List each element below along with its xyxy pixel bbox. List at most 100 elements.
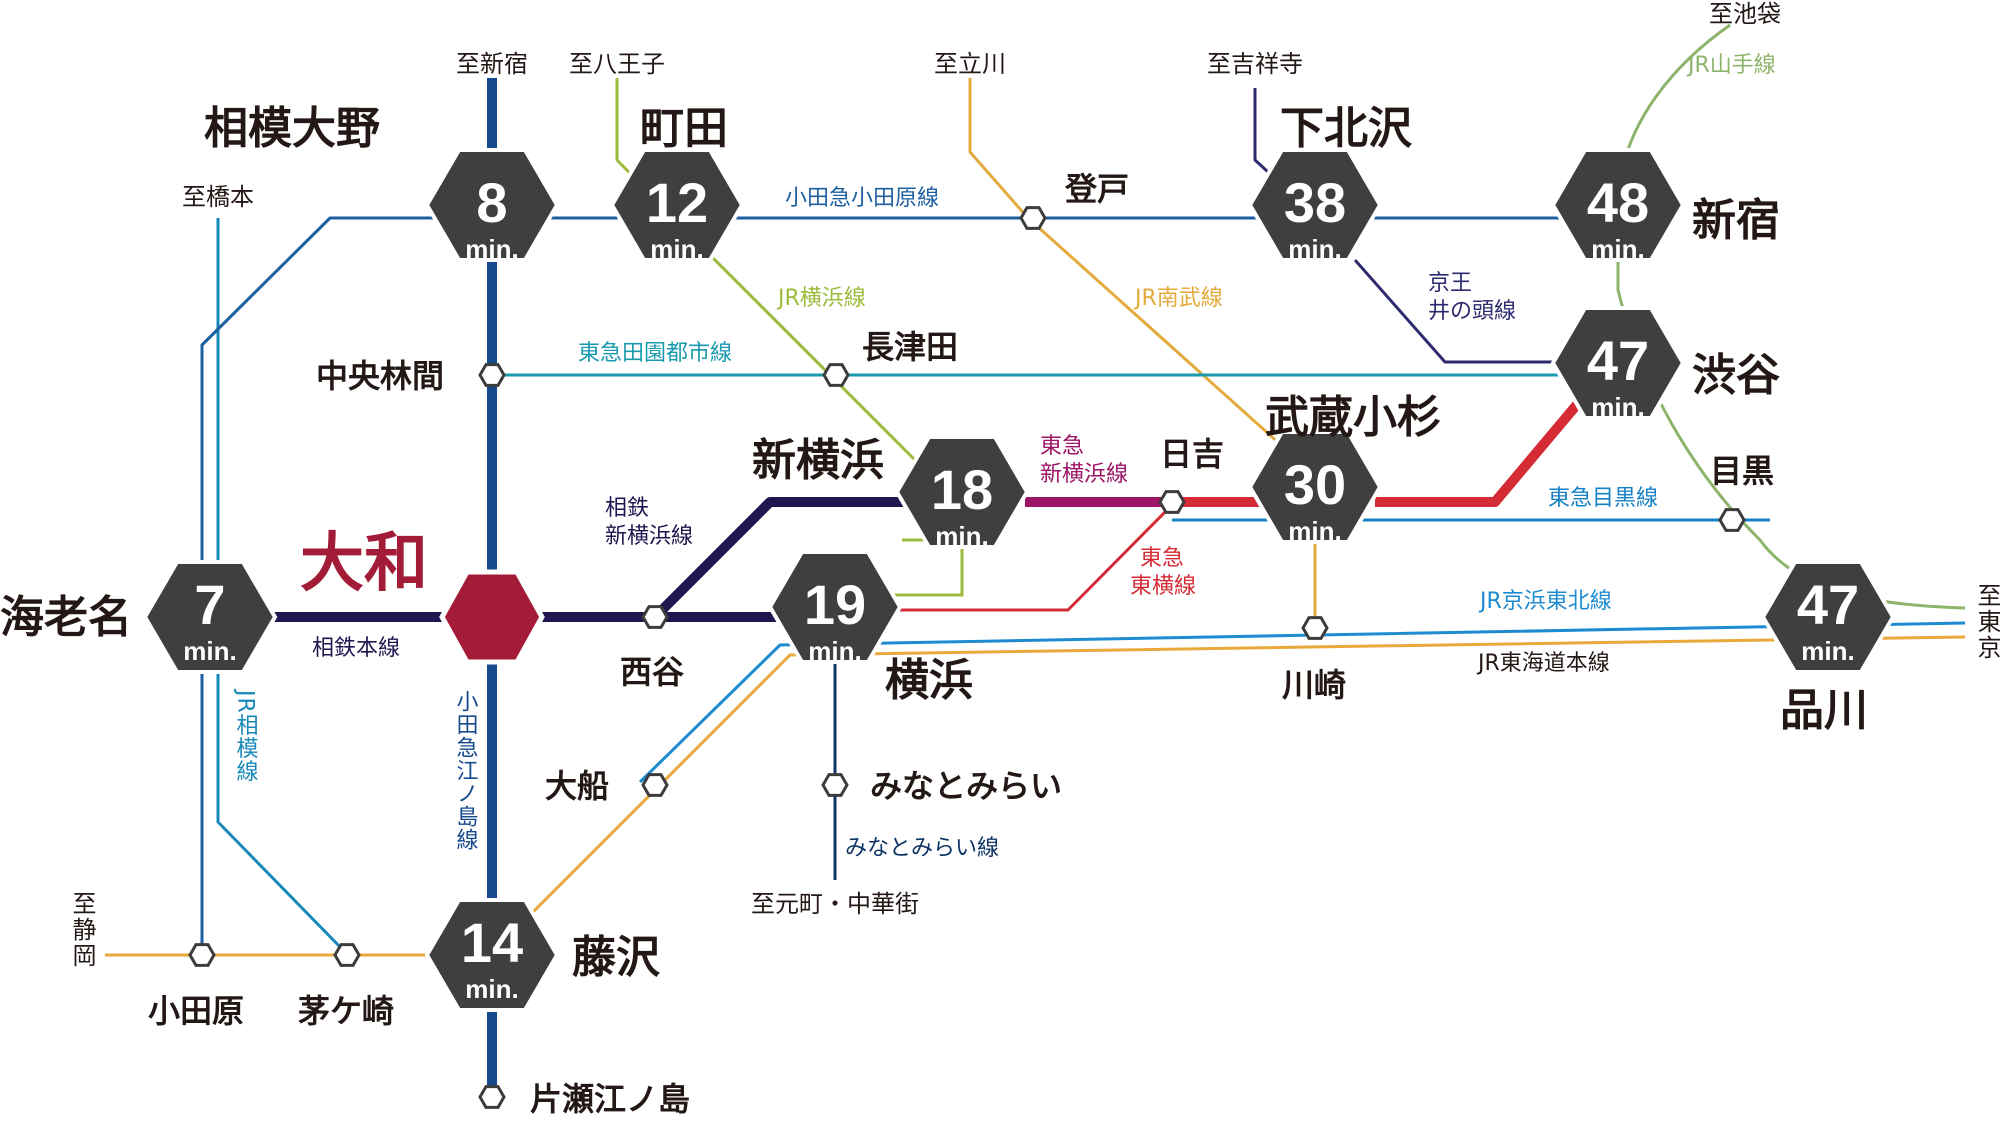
hiyoshi-name: 日吉 (1160, 435, 1224, 473)
ebina-name: 海老名 (0, 592, 132, 643)
hiyoshi-marker[interactable] (1158, 490, 1186, 514)
nishiya-marker[interactable] (641, 605, 669, 629)
keio-label-1: 京王 (1428, 271, 1472, 296)
dir-hachioji: 至八王子 (569, 50, 665, 78)
kawasaki-marker[interactable] (1301, 616, 1329, 640)
dir-kichijoji: 至吉祥寺 (1207, 50, 1303, 78)
shinjuku-unit: min. (1591, 234, 1644, 264)
shinagawa-unit: min. (1801, 636, 1854, 666)
jr-sagami-line (216, 218, 347, 954)
sagami-ono-minutes: 8 (476, 171, 507, 234)
shibuya-unit: min. (1591, 392, 1644, 422)
odakyu-enoshima-label: 小田急江ノ島線 (453, 690, 479, 851)
sotetsu-shinyokohama-line (651, 497, 920, 621)
meguro-name: 目黒 (1710, 452, 1774, 490)
sagami-ono-unit: min. (465, 234, 518, 264)
fujisawa-station[interactable]: 14 min. (424, 898, 560, 1012)
dir-tachikawa: 至立川 (934, 50, 1006, 78)
shinagawa-minutes: 47 (1797, 573, 1859, 636)
odawara-name: 小田原 (148, 992, 244, 1030)
toyoko-thick-line (1175, 391, 1589, 507)
musashikosugi-name: 武蔵小杉 (1265, 392, 1441, 443)
minatomirai-marker[interactable] (821, 773, 849, 797)
shinyokohama-minutes: 18 (931, 458, 993, 521)
yokohama-unit: min. (808, 636, 861, 666)
keihin-tohoku-line (638, 621, 1966, 784)
machida-minutes: 12 (646, 171, 708, 234)
meguro-marker[interactable] (1718, 508, 1746, 532)
nagatsuta-name: 長津田 (862, 328, 958, 366)
ofuna-name: 大船 (545, 767, 609, 805)
machida-station[interactable]: 12 min. (609, 148, 745, 264)
musashikosugi-station[interactable]: 30 min. (1247, 430, 1383, 546)
jr-nambu-label: JR南武線 (1133, 286, 1223, 311)
keio-label-2: 井の頭線 (1428, 299, 1516, 324)
musashikosugi-unit: min. (1288, 516, 1341, 546)
toyoko-label-2: 東横線 (1130, 574, 1196, 599)
sagami-ono-name: 相模大野 (204, 103, 380, 154)
fujisawa-minutes: 14 (461, 911, 523, 974)
dir-hashimoto: 至橋本 (182, 183, 254, 211)
yamato-label: 大和 (300, 527, 428, 601)
machida-name: 町田 (640, 103, 728, 154)
sagami-ono-station[interactable]: 8 min. (424, 148, 560, 264)
shinyokohama-station[interactable]: 18 min. (894, 435, 1030, 551)
shinjuku-station[interactable]: 48 min. (1550, 148, 1686, 264)
tokyu-shinyokohama-label-2: 新横浜線 (1040, 462, 1128, 487)
tokyu-shinyokohama-label-1: 東急 (1040, 434, 1084, 459)
yokohama-minutes: 19 (804, 573, 866, 636)
jr-yokohama-label: JR横浜線 (776, 286, 866, 311)
shibuya-station[interactable]: 47 min. (1550, 306, 1686, 422)
meguro-line-label: 東急目黒線 (1548, 486, 1658, 511)
shimokitazawa-unit: min. (1288, 234, 1341, 264)
toyoko-label-1: 東急 (1140, 546, 1184, 571)
musashikosugi-minutes: 30 (1284, 453, 1346, 516)
shibuya-name: 渋谷 (1692, 350, 1780, 401)
sotetsu-shinyokohama-label-1: 相鉄 (605, 496, 649, 521)
minatomirai-name: みなとみらい (870, 767, 1062, 805)
shinagawa-station[interactable]: 47 min. (1760, 560, 1896, 674)
fujisawa-unit: min. (465, 974, 518, 1004)
keihin-tohoku-label: JR京浜東北線 (1478, 589, 1612, 614)
odakyu-odawara-label: 小田急小田原線 (785, 186, 939, 211)
yokohama-name: 横浜 (885, 655, 973, 706)
ebina-station[interactable]: 7 min. (142, 560, 278, 674)
minatomirai-line-label: みなとみらい線 (845, 836, 999, 861)
machida-unit: min. (650, 234, 703, 264)
nishiya-name: 西谷 (620, 653, 684, 691)
dir-shizuoka: 至静岡 (68, 891, 96, 969)
dir-tokyo: 至東京 (1973, 583, 2000, 661)
kawasaki-name: 川崎 (1282, 666, 1346, 704)
chuorinkan-name: 中央林間 (316, 357, 444, 395)
sotetsu-main-label: 相鉄本線 (312, 636, 400, 661)
shinjuku-name: 新宿 (1692, 195, 1780, 246)
chigasaki-marker[interactable] (333, 943, 361, 967)
shinagawa-name: 品川 (1780, 685, 1868, 736)
sotetsu-shinyokohama-label-2: 新横浜線 (605, 524, 693, 549)
chuorinkan-marker[interactable] (478, 363, 506, 387)
dir-ikebukuro: 至池袋 (1709, 0, 1781, 28)
shinyokohama-unit: min. (935, 521, 988, 551)
shinyokohama-name: 新横浜 (752, 435, 884, 486)
ebina-unit: min. (183, 636, 236, 666)
fujisawa-name: 藤沢 (572, 932, 661, 983)
jr-sagami-label: JR相模線 (233, 688, 259, 783)
ofuna-marker[interactable] (641, 773, 669, 797)
chigasaki-name: 茅ケ崎 (298, 992, 394, 1030)
dir-shinjuku: 至新宿 (456, 50, 528, 78)
yokohama-station[interactable]: 19 min. (767, 550, 903, 666)
shimokitazawa-minutes: 38 (1284, 171, 1346, 234)
noborito-marker[interactable] (1019, 206, 1047, 230)
shibuya-minutes: 47 (1587, 329, 1649, 392)
yamato-home-marker[interactable] (439, 569, 545, 665)
odawara-marker[interactable] (188, 943, 216, 967)
shinjuku-minutes: 48 (1587, 171, 1649, 234)
katase-marker[interactable] (478, 1085, 506, 1109)
tokaido-label: JR東海道本線 (1476, 651, 1610, 676)
nagatsuta-marker[interactable] (822, 363, 850, 387)
katase-name: 片瀬江ノ島 (530, 1080, 690, 1118)
shimokitazawa-station[interactable]: 38 min. (1247, 148, 1383, 264)
tokaido-line (105, 635, 1966, 957)
denentoshi-label: 東急田園都市線 (578, 341, 732, 366)
